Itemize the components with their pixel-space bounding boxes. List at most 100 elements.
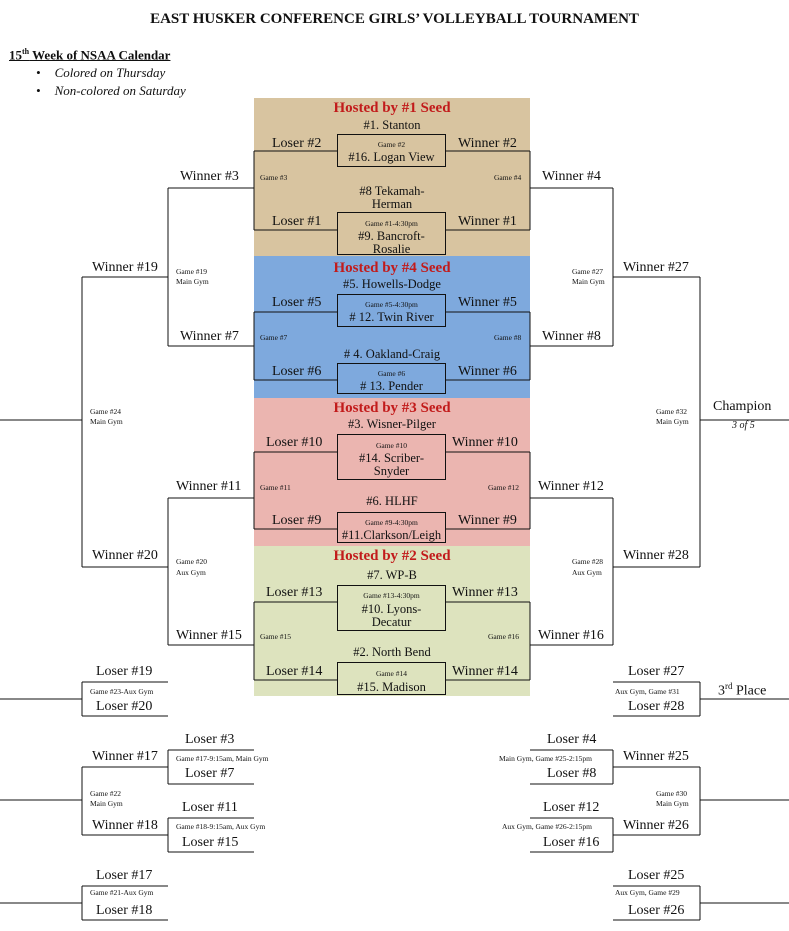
pod4-game-a-label: Game #5-4:30pm bbox=[365, 300, 418, 309]
pod2-right-game: Game #16 bbox=[488, 632, 520, 641]
left-semi-site-20: Aux Gym bbox=[176, 568, 206, 577]
final-left-site: Main Gym bbox=[90, 417, 123, 426]
pod1-left-bot: Loser #1 bbox=[272, 214, 322, 229]
pod3-right-winner: Winner #12 bbox=[538, 479, 604, 494]
calendar-note-noncolored: •Non-colored on Saturday bbox=[36, 84, 186, 97]
pod4-right-winner: Winner #8 bbox=[542, 329, 601, 344]
third-text: Place bbox=[732, 683, 767, 699]
pod4-left-bot: Loser #6 bbox=[272, 364, 322, 379]
pod4-right-top: Winner #5 bbox=[458, 295, 517, 310]
g22-site: Main Gym bbox=[90, 799, 123, 808]
final-left-game: Game #24 bbox=[90, 407, 122, 416]
g23-top: Loser #19 bbox=[96, 664, 153, 679]
pod2-game-b-team: #15. Madison bbox=[357, 680, 426, 694]
pod2-game-a-box bbox=[337, 585, 446, 631]
pod3-mid-seed: #6. HLHF bbox=[366, 494, 418, 508]
pod4-top-seed: #5. Howells-Dodge bbox=[343, 277, 441, 291]
champion-note: 3 of 5 bbox=[732, 420, 755, 431]
week-number: 15 bbox=[9, 47, 22, 63]
pod1-right-game: Game #4 bbox=[494, 173, 522, 182]
g18-top: Loser #11 bbox=[182, 800, 238, 815]
g17-top: Loser #3 bbox=[185, 732, 235, 747]
pod-band-2 bbox=[254, 546, 530, 696]
final-right-site: Main Gym bbox=[656, 417, 689, 426]
g21-label: Game #21-Aux Gym bbox=[90, 888, 154, 897]
pod2-game-a-team-l2: Decatur bbox=[371, 615, 412, 629]
bullet-icon: • bbox=[36, 65, 41, 80]
g22-winner-bot: Winner #18 bbox=[92, 818, 158, 833]
pod3-left-bot: Loser #9 bbox=[272, 513, 322, 528]
pod1-game-b-team-l1: #9. Bancroft- bbox=[358, 229, 425, 243]
pod3-right-game: Game #12 bbox=[488, 483, 520, 492]
champion-label: Champion bbox=[713, 399, 772, 414]
g30-label: Game #30 bbox=[656, 789, 688, 798]
pod1-mid-seed-l1: #8 Tekamah- bbox=[359, 184, 425, 198]
pod3-right-top: Winner #10 bbox=[452, 435, 518, 450]
calendar-week-heading: 15th Week of NSAA Calendar bbox=[9, 47, 171, 63]
left-semi-winner-19: Winner #19 bbox=[92, 260, 158, 275]
pod3-game-a-team-l1: #14. Scriber- bbox=[358, 451, 424, 465]
g22-winner-top: Winner #17 bbox=[92, 749, 158, 764]
pod1-game-a-box bbox=[337, 134, 446, 167]
right-semi-site-27: Main Gym bbox=[572, 277, 605, 286]
g26-top: Loser #12 bbox=[543, 800, 600, 815]
pod4-left-winner: Winner #7 bbox=[180, 329, 239, 344]
pod2-right-winner: Winner #16 bbox=[538, 628, 604, 643]
pod2-top-seed: #7. WP-B bbox=[367, 568, 417, 582]
pod1-right-winner: Winner #4 bbox=[542, 169, 601, 184]
right-semi-site-28: Aux Gym bbox=[572, 568, 602, 577]
pod4-game-b-box bbox=[337, 363, 446, 394]
pod2-mid-seed: #2. North Bend bbox=[353, 645, 431, 659]
g29-top: Loser #25 bbox=[628, 868, 685, 883]
page-title: EAST HUSKER CONFERENCE GIRLS’ VOLLEYBALL… bbox=[150, 11, 639, 27]
left-semi-winner-20: Winner #20 bbox=[92, 548, 158, 563]
pod4-right-bot: Winner #6 bbox=[458, 364, 517, 379]
week-suffix: th bbox=[22, 47, 30, 56]
pod3-left-winner: Winner #11 bbox=[176, 479, 242, 494]
left-semi-game-19: Game #19 bbox=[176, 267, 208, 276]
g31-top: Loser #27 bbox=[628, 664, 685, 679]
left-semi-game-20: Game #20 bbox=[176, 557, 208, 566]
g18-bottom: Loser #15 bbox=[182, 835, 239, 850]
pod1-game-a-label: Game #2 bbox=[377, 140, 406, 149]
pod2-left-game: Game #15 bbox=[260, 632, 292, 641]
g31-label: Aux Gym, Game #31 bbox=[615, 687, 680, 696]
note-text: Colored on Thursday bbox=[54, 65, 166, 80]
g30-site: Main Gym bbox=[656, 799, 689, 808]
pod4-host-title: Hosted by #4 Seed bbox=[333, 260, 451, 276]
pod3-game-a-label: Game #10 bbox=[375, 441, 408, 450]
pod3-game-b-box bbox=[337, 512, 446, 543]
pod3-left-top: Loser #10 bbox=[266, 435, 323, 450]
g25-bottom: Loser #8 bbox=[547, 766, 597, 781]
pod2-right-bot: Winner #14 bbox=[452, 664, 518, 679]
right-semi-game-27: Game #27 bbox=[572, 267, 604, 276]
pod1-game-b-team-l2: Rosalie bbox=[372, 242, 411, 256]
pod4-left-game: Game #7 bbox=[260, 333, 288, 342]
pod1-left-game: Game #3 bbox=[260, 173, 288, 182]
pod2-game-b-box bbox=[337, 662, 446, 695]
g25-label: Main Gym, Game #25-2:15pm bbox=[499, 754, 592, 763]
third-num: 3 bbox=[718, 683, 725, 699]
pod4-game-b-team: # 13. Pender bbox=[360, 379, 423, 393]
note-text: Non-colored on Saturday bbox=[54, 83, 186, 98]
pod2-right-top: Winner #13 bbox=[452, 585, 518, 600]
g18-label: Game #18-9:15am, Aux Gym bbox=[176, 822, 266, 831]
right-semi-game-28: Game #28 bbox=[572, 557, 604, 566]
g30-winner-top: Winner #25 bbox=[623, 749, 689, 764]
pod3-game-b-team: #11.Clarkson/Leigh bbox=[341, 528, 442, 542]
week-text: Week of NSAA Calendar bbox=[29, 47, 171, 63]
pod2-game-a-team-l1: #10. Lyons- bbox=[361, 602, 422, 616]
pod4-game-a-team: # 12. Twin River bbox=[349, 310, 434, 324]
pod1-mid-seed-l2: Herman bbox=[371, 197, 413, 211]
g23-label: Game #23-Aux Gym bbox=[90, 687, 154, 696]
g29-label: Aux Gym, Game #29 bbox=[615, 888, 680, 897]
pod4-mid-seed: # 4. Oakland-Craig bbox=[343, 347, 441, 361]
pod2-left-winner: Winner #15 bbox=[176, 628, 242, 643]
g22-label: Game #22 bbox=[90, 789, 122, 798]
pod3-game-a-team-l2: Snyder bbox=[373, 464, 410, 478]
pod1-host-title: Hosted by #1 Seed bbox=[333, 100, 451, 116]
pod1-left-top: Loser #2 bbox=[272, 136, 322, 151]
pod3-game-b-label: Game #9-4:30pm bbox=[365, 518, 418, 527]
pod4-right-game: Game #8 bbox=[494, 333, 522, 342]
